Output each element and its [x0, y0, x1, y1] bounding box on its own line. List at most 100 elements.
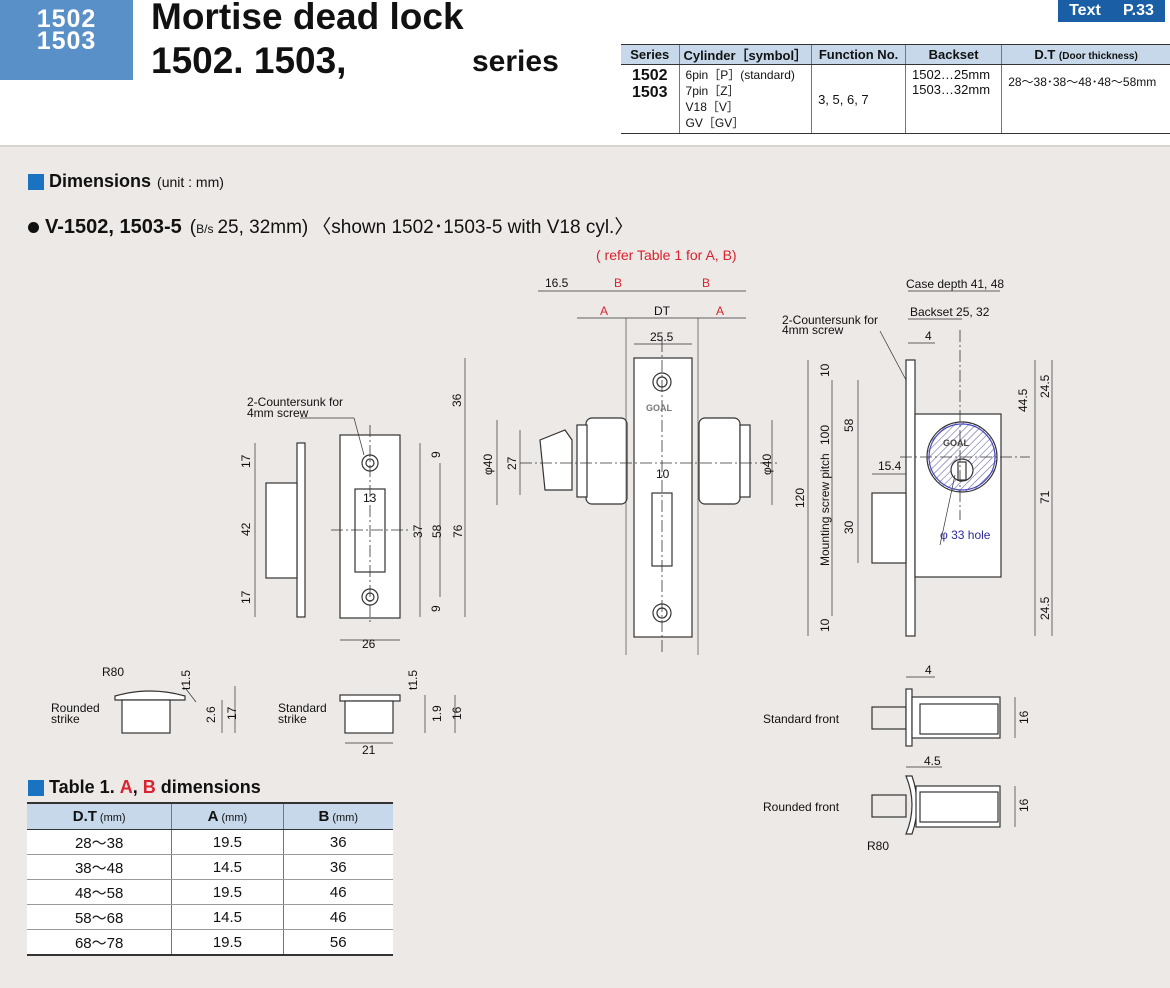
hole-label: φ 33 hole [940, 528, 991, 542]
svg-text:R80: R80 [102, 665, 124, 679]
svg-text:strike: strike [51, 712, 80, 726]
svg-text:φ40: φ40 [481, 454, 495, 475]
countersunk-right-2: 4mm screw [782, 323, 844, 337]
svg-text:13: 13 [363, 491, 377, 505]
side-view-drawing [871, 330, 1030, 637]
dimensions-unit: (unit : mm) [157, 173, 224, 190]
svg-text:φ40: φ40 [760, 454, 774, 475]
pitch-label: Mounting screw pitch [818, 453, 832, 566]
svg-text:16: 16 [1017, 710, 1031, 724]
svg-text:58: 58 [842, 418, 856, 432]
bullet-dot-icon [28, 222, 39, 233]
svg-text:10: 10 [818, 618, 832, 632]
refer-note: ( refer Table 1 for A, B) [596, 247, 737, 263]
svg-text:B: B [614, 276, 622, 290]
svg-text:25.5: 25.5 [650, 330, 674, 344]
svg-text:17: 17 [225, 706, 239, 720]
page-title: Mortise dead lock [151, 0, 464, 37]
badge-line1: 1502 [36, 5, 97, 33]
svg-text:24.5: 24.5 [1038, 374, 1052, 398]
square-bullet-icon [28, 173, 44, 190]
svg-text:t1.5: t1.5 [406, 670, 420, 690]
svg-text:26: 26 [362, 637, 376, 651]
svg-text:4.5: 4.5 [924, 754, 941, 768]
series-badge: 1502 1503 [0, 0, 133, 80]
svg-text:15.4: 15.4 [878, 459, 902, 473]
rounded-front-label: Rounded front [763, 800, 840, 814]
svg-text:30: 30 [842, 520, 856, 534]
text-page-link[interactable]: Text P.33 [1058, 0, 1165, 22]
svg-text:R80: R80 [867, 839, 889, 853]
svg-text:24.5: 24.5 [1038, 596, 1052, 620]
spec-table: Series Cylinder［symbol］ Function No. Bac… [621, 44, 1170, 134]
bs-label: B/s [196, 222, 214, 236]
spec-header-function: Function No. [811, 44, 906, 65]
text-page: P.33 [1123, 2, 1154, 19]
text-label: Text [1069, 2, 1101, 19]
spec-header-cylinder: Cylinder［symbol］ [678, 44, 812, 65]
page-subtitle: 1502. 1503, [151, 40, 347, 81]
svg-text:16.5: 16.5 [545, 276, 569, 290]
svg-text:9: 9 [429, 605, 443, 612]
spec-dt-cell: 28〜38･38〜48･48〜58mm [1001, 64, 1170, 134]
table1-header-a: A(mm) [171, 802, 284, 830]
spec-header-dt: D.T (Door thickness) [1001, 44, 1170, 65]
svg-text:16: 16 [450, 706, 464, 720]
model-line: V-1502, 1503-5 (B/s 25, 32mm) 〈shown 150… [28, 212, 633, 239]
series-word: series [472, 45, 559, 78]
svg-text:10: 10 [818, 363, 832, 377]
svg-text:Standard: Standard [278, 701, 327, 715]
goal-logo: GOAL [646, 403, 673, 413]
badge-line2: 1503 [36, 27, 97, 55]
svg-text:A: A [716, 304, 724, 318]
spec-header-backset: Backset [905, 44, 1002, 65]
spec-function-cell: 3, 5, 6, 7 [811, 64, 906, 134]
svg-text:58: 58 [430, 524, 444, 538]
countersunk-label-1: 2-Countersunk for [247, 395, 343, 409]
svg-text:GOAL: GOAL [943, 438, 970, 448]
dimensions-heading: Dimensions (unit : mm) [28, 171, 224, 192]
svg-text:27: 27 [505, 456, 519, 470]
svg-text:Case depth 41, 48: Case depth 41, 48 [906, 277, 1004, 291]
header-divider [0, 145, 1170, 147]
svg-text:16: 16 [1017, 798, 1031, 812]
strike-sections-drawing [114, 690, 401, 734]
svg-text:A: A [600, 304, 608, 318]
svg-text:t1.5: t1.5 [179, 670, 193, 690]
standard-front-label: Standard front [763, 712, 840, 726]
svg-text:17: 17 [239, 590, 253, 604]
square-bullet-icon [28, 779, 44, 796]
svg-text:B: B [702, 276, 710, 290]
svg-text:44.5: 44.5 [1016, 388, 1030, 412]
svg-text:1.9: 1.9 [430, 705, 444, 722]
svg-text:Backset 25, 32: Backset 25, 32 [910, 305, 990, 319]
table1-header-b: B(mm) [282, 802, 393, 830]
countersunk-right-1: 2-Countersunk for [782, 313, 878, 327]
svg-text:36: 36 [450, 393, 464, 407]
shown-note: 〈shown 1502･1503-5 with V18 cyl.〉 [312, 217, 634, 238]
svg-text:37: 37 [411, 524, 425, 538]
spec-header-series: Series [621, 44, 680, 65]
front-variants-drawing [871, 688, 1001, 835]
svg-text:120: 120 [793, 488, 807, 508]
svg-text:Rounded: Rounded [51, 701, 100, 715]
svg-text:42: 42 [239, 522, 253, 536]
table1-heading: Table 1. A, B dimensions [28, 777, 261, 798]
svg-text:2.6: 2.6 [204, 706, 218, 723]
table1-header-dt: D.T(mm) [27, 802, 172, 830]
svg-text:17: 17 [239, 454, 253, 468]
svg-text:100: 100 [818, 425, 832, 445]
strike-plate-drawing [265, 425, 410, 625]
spec-cylinder-cell: 6pin［P］(standard)7pin［Z］ V18［V］GV［GV］ [678, 64, 812, 134]
header: 1502 1503 Mortise dead lock 1502. 1503, … [0, 0, 1170, 145]
svg-text:9: 9 [429, 451, 443, 458]
